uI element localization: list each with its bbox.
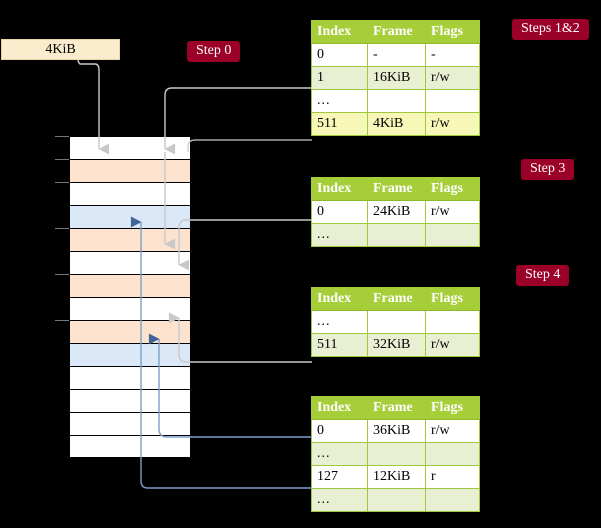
badge-step-0-label: Step 0 bbox=[196, 43, 232, 58]
badge-step-4-label: Step 4 bbox=[525, 267, 561, 282]
cell-index: 511 bbox=[311, 112, 368, 136]
column-header-index: Index bbox=[311, 20, 368, 44]
badge-step-4: Step 4 bbox=[516, 265, 570, 286]
column-header-flags: Flags bbox=[425, 396, 480, 420]
memory-tick bbox=[55, 228, 69, 229]
memory-frame-row bbox=[69, 228, 191, 251]
cell-frame bbox=[367, 89, 426, 113]
cell-flags: r/w bbox=[425, 112, 480, 136]
memory-frame-row bbox=[69, 320, 191, 343]
request-box-label: 4KiB bbox=[45, 42, 76, 57]
memory-frame-row bbox=[69, 182, 191, 205]
cell-flags bbox=[425, 223, 480, 247]
column-header-index: Index bbox=[311, 177, 368, 201]
memory-tick bbox=[55, 320, 69, 321]
cell-flags bbox=[425, 310, 480, 334]
memory-frame-row bbox=[69, 343, 191, 366]
memory-frame-row bbox=[69, 435, 191, 458]
cell-flags bbox=[425, 442, 480, 466]
cell-frame: 32KiB bbox=[367, 333, 426, 357]
cell-index: 1 bbox=[311, 66, 368, 90]
cell-index: 127 bbox=[311, 465, 368, 489]
cell-flags bbox=[425, 89, 480, 113]
column-header-frame: Frame bbox=[367, 287, 426, 311]
column-header-flags: Flags bbox=[425, 177, 480, 201]
memory-tick bbox=[55, 159, 69, 160]
memory-frame-row bbox=[69, 205, 191, 228]
cell-flags: r bbox=[425, 465, 480, 489]
cell-frame bbox=[367, 310, 426, 334]
cell-index: 0 bbox=[311, 419, 368, 443]
table-row: ... bbox=[311, 223, 480, 247]
cell-frame bbox=[367, 223, 426, 247]
column-header-frame: Frame bbox=[367, 396, 426, 420]
memory-frame-row bbox=[69, 159, 191, 182]
memory-frame-row bbox=[69, 297, 191, 320]
memory-frame-row bbox=[69, 274, 191, 297]
cell-index: ... bbox=[311, 310, 368, 334]
memory-frame-row bbox=[69, 251, 191, 274]
column-header-index: Index bbox=[311, 396, 368, 420]
cell-index: 0 bbox=[311, 43, 368, 67]
memory-tick bbox=[55, 182, 69, 183]
request-box-4kib: 4KiB bbox=[1, 39, 120, 60]
memory-frame-row bbox=[69, 412, 191, 435]
cell-frame: 16KiB bbox=[367, 66, 426, 90]
badge-step-3-label: Step 3 bbox=[530, 161, 566, 176]
badge-step-0: Step 0 bbox=[187, 41, 241, 62]
column-header-frame: Frame bbox=[367, 177, 426, 201]
cell-index: ... bbox=[311, 223, 368, 247]
cell-flags: r/w bbox=[425, 66, 480, 90]
memory-tick bbox=[55, 274, 69, 275]
cell-index: ... bbox=[311, 488, 368, 512]
cell-frame bbox=[367, 442, 426, 466]
cell-frame: - bbox=[367, 43, 426, 67]
memory-frame-row bbox=[69, 389, 191, 412]
cell-frame: 36KiB bbox=[367, 419, 426, 443]
column-header-frame: Frame bbox=[367, 20, 426, 44]
physical-memory-column bbox=[69, 136, 191, 458]
cell-index: 0 bbox=[311, 200, 368, 224]
table-row: ... bbox=[311, 89, 480, 113]
cell-flags: r/w bbox=[425, 419, 480, 443]
table-row: 0-- bbox=[311, 43, 480, 67]
memory-tick bbox=[55, 136, 69, 137]
column-header-flags: Flags bbox=[425, 20, 480, 44]
cell-frame: 4KiB bbox=[367, 112, 426, 136]
table-row: ... bbox=[311, 310, 480, 334]
cell-flags: r/w bbox=[425, 333, 480, 357]
cell-flags bbox=[425, 488, 480, 512]
cell-flags: r/w bbox=[425, 200, 480, 224]
cell-index: 511 bbox=[311, 333, 368, 357]
memory-frame-row bbox=[69, 136, 191, 159]
badge-steps-1-2-label: Steps 1&2 bbox=[521, 21, 580, 36]
cell-index: ... bbox=[311, 442, 368, 466]
badge-step-3: Step 3 bbox=[521, 159, 575, 180]
table-row: ... bbox=[311, 488, 480, 512]
cell-index: ... bbox=[311, 89, 368, 113]
memory-frame-row bbox=[69, 366, 191, 389]
column-header-index: Index bbox=[311, 287, 368, 311]
cell-frame bbox=[367, 488, 426, 512]
table-row: ... bbox=[311, 442, 480, 466]
cell-flags: - bbox=[425, 43, 480, 67]
cell-frame: 12KiB bbox=[367, 465, 426, 489]
badge-steps-1-2: Steps 1&2 bbox=[512, 19, 589, 40]
column-header-flags: Flags bbox=[425, 287, 480, 311]
cell-frame: 24KiB bbox=[367, 200, 426, 224]
